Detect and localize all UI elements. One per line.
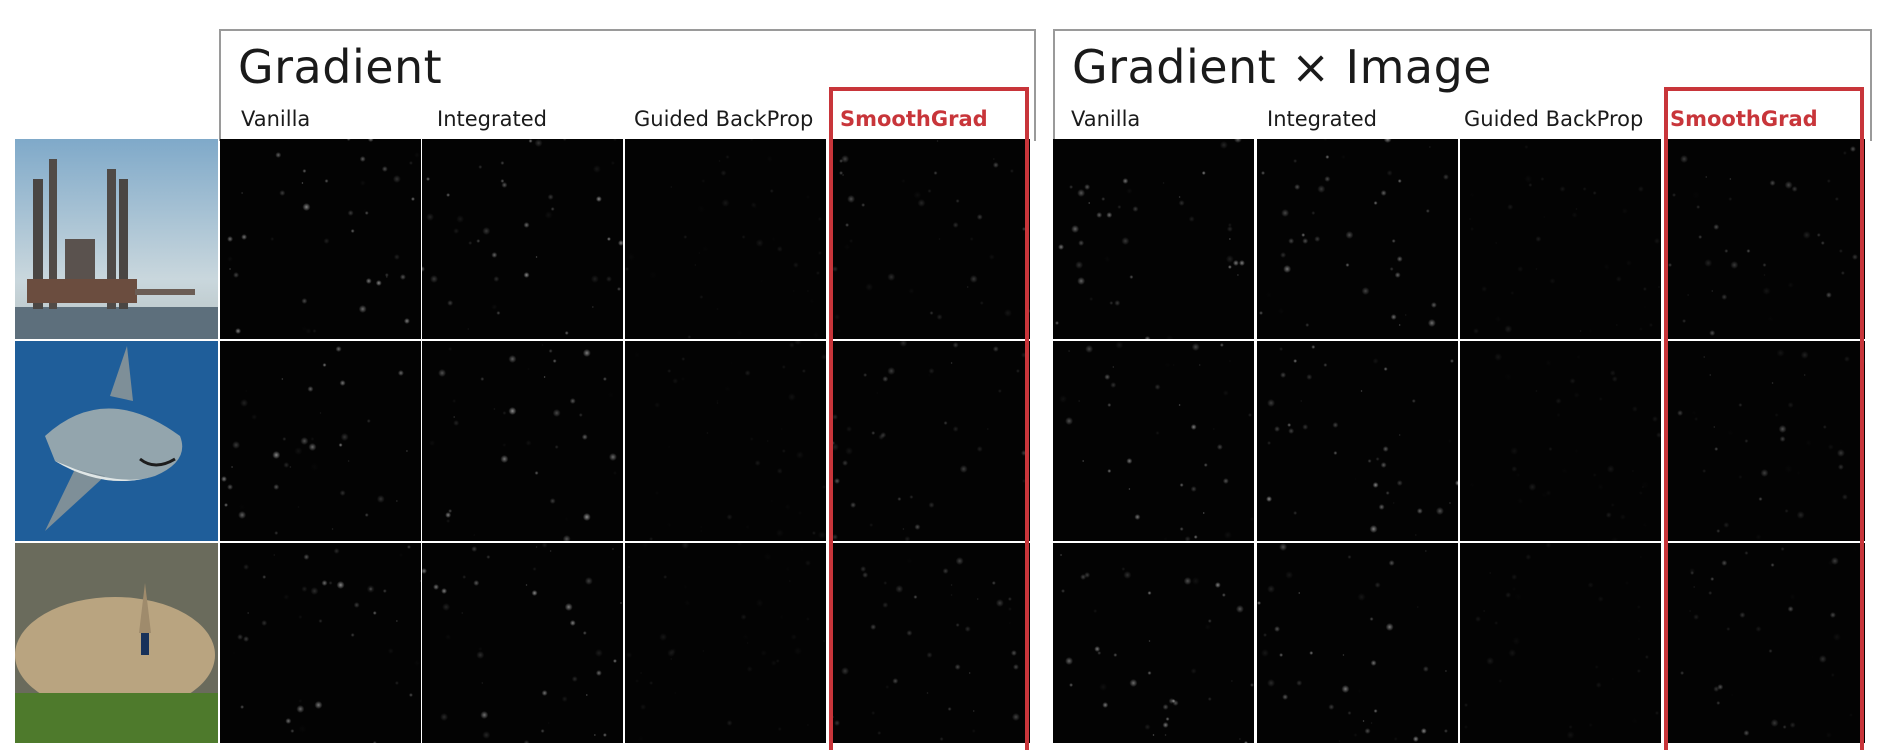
saliency-map-cell [1053, 139, 1254, 339]
oil-rig-photo [15, 139, 218, 339]
saliency-map-cell [1664, 543, 1865, 743]
col-label-smoothgrad: SmoothGrad [840, 107, 988, 131]
saliency-map-cell [422, 139, 623, 339]
col-label-integrated: Integrated [1267, 107, 1377, 131]
gradient-x-image-panel-title: Gradient × Image [1072, 40, 1493, 94]
col-label-integrated: Integrated [437, 107, 547, 131]
saliency-map-cell [1664, 139, 1865, 339]
saliency-map-cell [829, 139, 1030, 339]
gradient-panel-frame [219, 29, 1036, 141]
col-label-smoothgrad: SmoothGrad [1670, 107, 1818, 131]
col-label-guided-backprop: Guided BackProp [634, 107, 814, 131]
saliency-map-cell [220, 139, 421, 339]
saliency-map-cell [1257, 341, 1458, 541]
saliency-map-cell [1053, 543, 1254, 743]
saliency-map-cell [625, 341, 826, 541]
saliency-map-cell [1257, 139, 1458, 339]
saliency-map-cell [1053, 341, 1254, 541]
smoothgrad-highlight-box [829, 87, 1029, 750]
saliency-map-cell [1664, 341, 1865, 541]
smoothgrad-highlight-box [1664, 87, 1864, 750]
col-label-vanilla: Vanilla [1071, 107, 1141, 131]
saliency-map-cell [829, 341, 1030, 541]
gradient-panel-title: Gradient [238, 40, 443, 94]
saliency-map-cell [220, 341, 421, 541]
saliency-map-cell [1460, 139, 1661, 339]
shark-photo [15, 341, 218, 541]
col-label-vanilla: Vanilla [241, 107, 311, 131]
saliency-map-cell [1460, 543, 1661, 743]
saliency-map-cell [422, 543, 623, 743]
saliency-map-cell [625, 139, 826, 339]
saliency-map-cell [220, 543, 421, 743]
saliency-map-cell [1460, 341, 1661, 541]
saliency-map-cell [1257, 543, 1458, 743]
saliency-map-cell [829, 543, 1030, 743]
snake-photo [15, 543, 218, 743]
gradient-x-image-panel-frame [1053, 29, 1872, 141]
saliency-map-cell [422, 341, 623, 541]
col-label-guided-backprop: Guided BackProp [1464, 107, 1644, 131]
saliency-map-cell [625, 543, 826, 743]
